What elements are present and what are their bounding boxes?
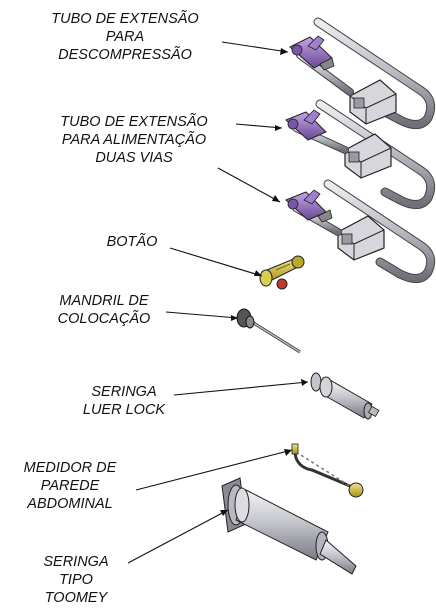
button-device xyxy=(259,255,305,290)
leader-line-feeding-lower xyxy=(217,167,281,203)
leader-lines xyxy=(127,41,309,564)
leader-line-toomey xyxy=(127,509,229,564)
leader-line-decompression xyxy=(221,41,289,53)
toomey-syringe xyxy=(221,477,357,575)
leader-line-stylet xyxy=(165,311,239,319)
label-toomey-syringe: SERINGA TIPO TOOMEY xyxy=(43,554,109,606)
decompression-extension-tube xyxy=(289,17,436,129)
label-abdominal-wall-gauge: MEDIDOR DE PAREDE ABDOMINAL xyxy=(23,460,117,512)
leader-line-button xyxy=(169,247,263,277)
leader-line-gauge xyxy=(135,449,293,491)
leader-line-feeding-upper xyxy=(235,123,283,129)
abdominal-wall-gauge xyxy=(291,443,364,498)
label-button: BOTÃO xyxy=(106,234,158,250)
feeding-extension-tube-lower xyxy=(285,179,436,283)
label-placement-stylet: MANDRIL DE COLOCAÇÃO xyxy=(57,293,151,327)
label-decompression-tube: TUBO DE EXTENSÃO PARA DESCOMPRESSÃO xyxy=(51,11,199,63)
luer-lock-syringe xyxy=(310,372,380,420)
label-luer-lock-syringe: SERINGA LUER LOCK xyxy=(82,384,166,418)
feeding-extension-tube-upper xyxy=(285,99,436,209)
placement-stylet xyxy=(236,308,301,354)
leader-line-luer-lock xyxy=(173,381,309,396)
label-feeding-tube: TUBO DE EXTENSÃO PARA ALIMENTAÇÃO DUAS V… xyxy=(60,114,208,166)
